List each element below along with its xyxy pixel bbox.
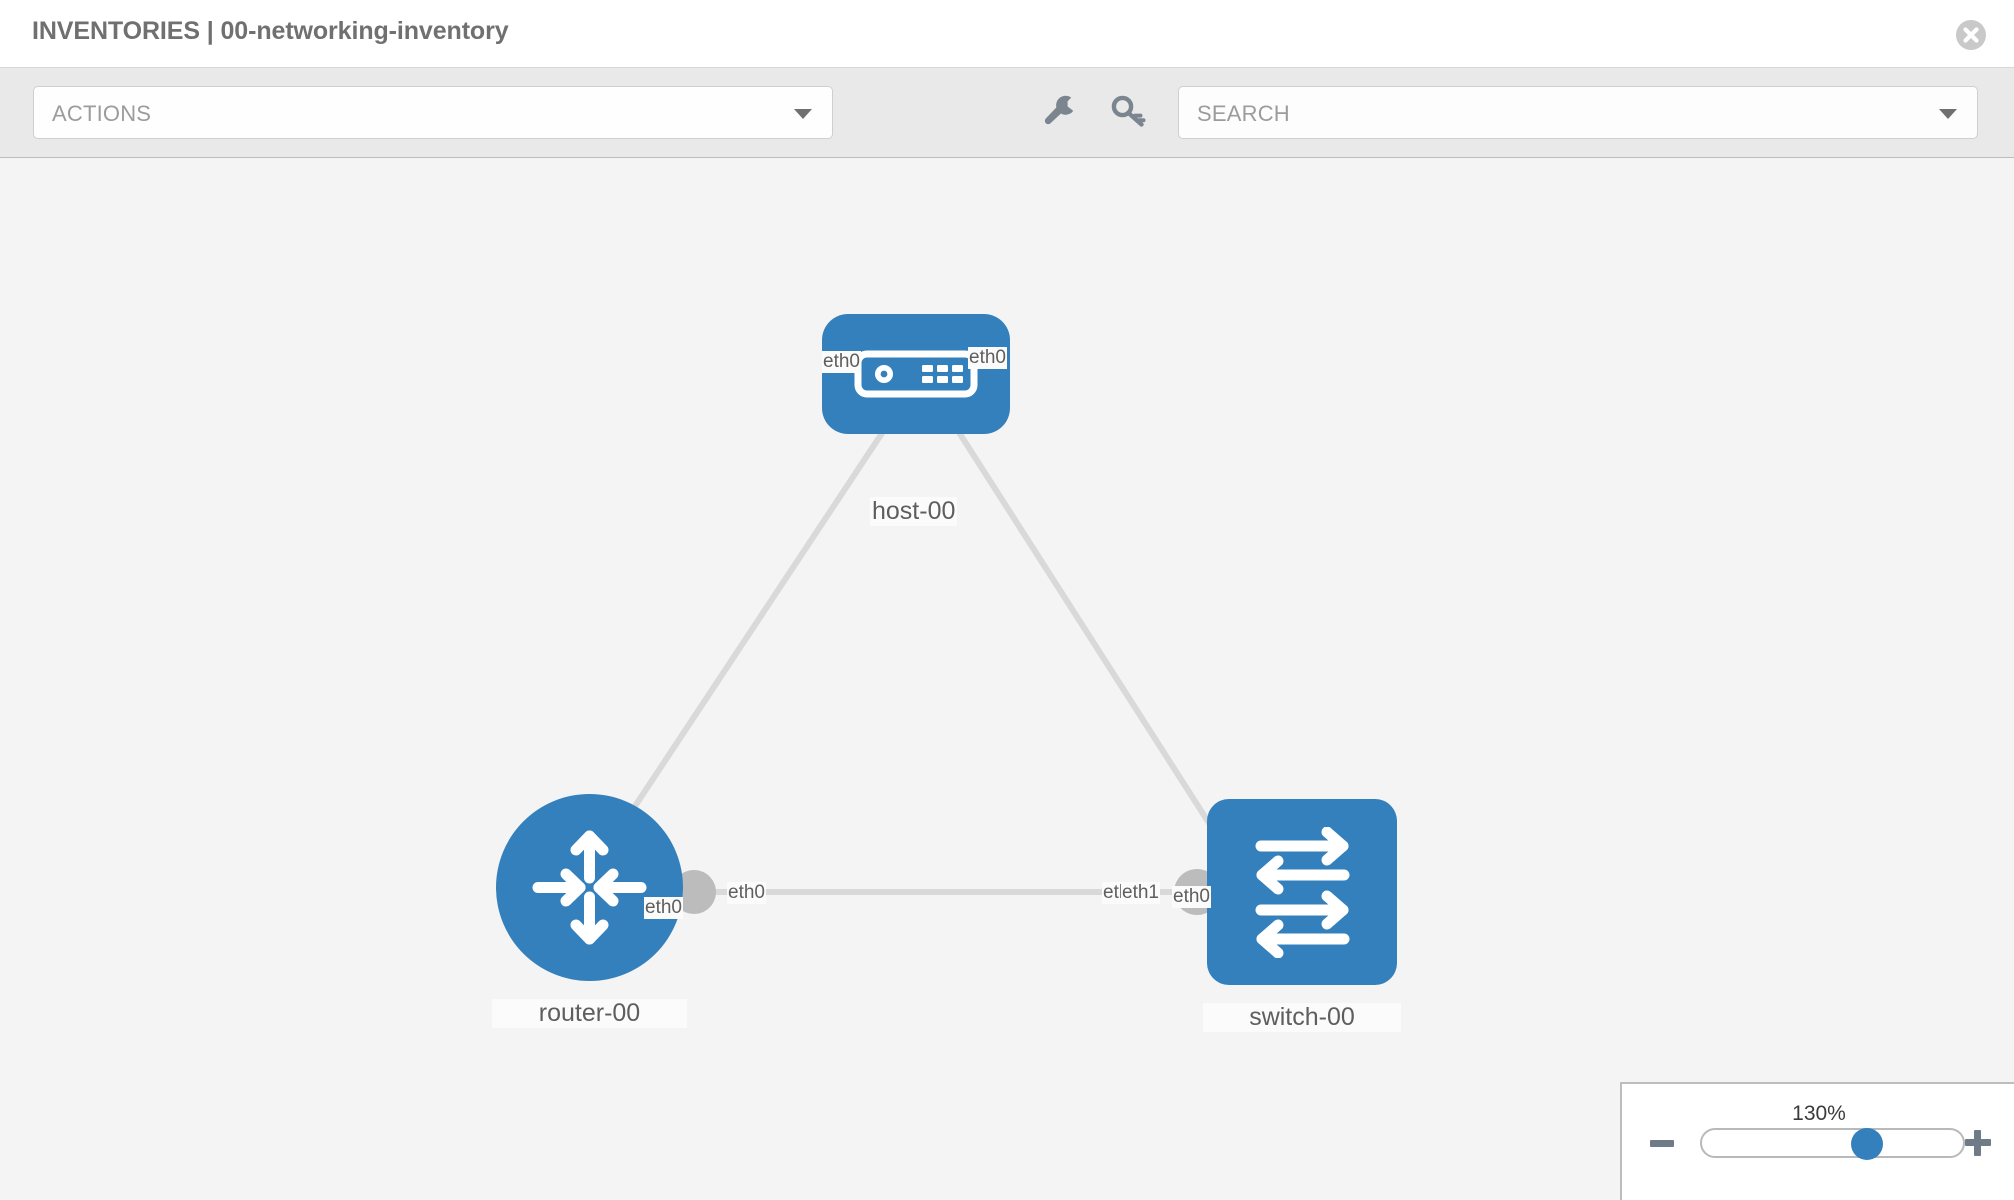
node-router-00[interactable]: router-00 [492,794,687,1028]
link-host-switch [941,406,1235,862]
toolbar: ACTIONS SEARCH [0,68,2014,158]
page-title: INVENTORIES | 00-networking-inventory [32,17,509,45]
search-input-placeholder[interactable]: SEARCH [1197,101,1290,126]
connector-dot [672,870,716,914]
router-arrows-icon [524,822,655,958]
iface-label-host-right: eth0 [968,347,1007,369]
switch-arrows-icon [1237,826,1368,963]
zoom-control-panel: 130% [1620,1082,2014,1200]
iface-label-host-left: eth0 [822,351,861,373]
node-switch-label: switch-00 [1203,1003,1401,1032]
zoom-in-button[interactable] [1965,1130,1991,1156]
close-icon[interactable] [1956,20,1986,50]
node-switch-00[interactable]: switch-00 [1203,799,1401,1032]
server-icon [854,340,978,413]
search-dropdown[interactable]: SEARCH [1178,86,1978,139]
node-host-shape[interactable] [822,314,1010,434]
iface-label-switch-up: eth0 [1172,886,1211,908]
chevron-down-icon [1939,109,1957,119]
node-host-label: host-00 [870,497,958,526]
iface-label-switch-left-eth1: eth1 [1121,882,1160,904]
zoom-slider-track[interactable] [1700,1128,1965,1158]
chevron-down-icon [794,109,812,119]
actions-dropdown[interactable]: ACTIONS [33,86,833,139]
iface-label-router-right: eth0 [727,882,766,904]
node-router-label: router-00 [492,999,687,1028]
zoom-level-value: 130% [1792,1102,1846,1125]
node-switch-shape[interactable] [1207,799,1397,985]
iface-label-router-up: eth0 [644,897,683,919]
zoom-slider-handle[interactable] [1851,1128,1883,1160]
node-router-shape[interactable] [496,794,683,981]
page-header: INVENTORIES | 00-networking-inventory [0,0,2014,68]
wrench-icon[interactable] [1040,90,1082,132]
zoom-out-button[interactable] [1650,1140,1674,1147]
link-host-router [597,406,901,862]
key-icon[interactable] [1108,90,1150,132]
topology-canvas[interactable]: host-00 route [0,159,2014,1200]
node-host-00[interactable]: host-00 [822,314,1010,526]
actions-dropdown-label: ACTIONS [52,101,152,126]
